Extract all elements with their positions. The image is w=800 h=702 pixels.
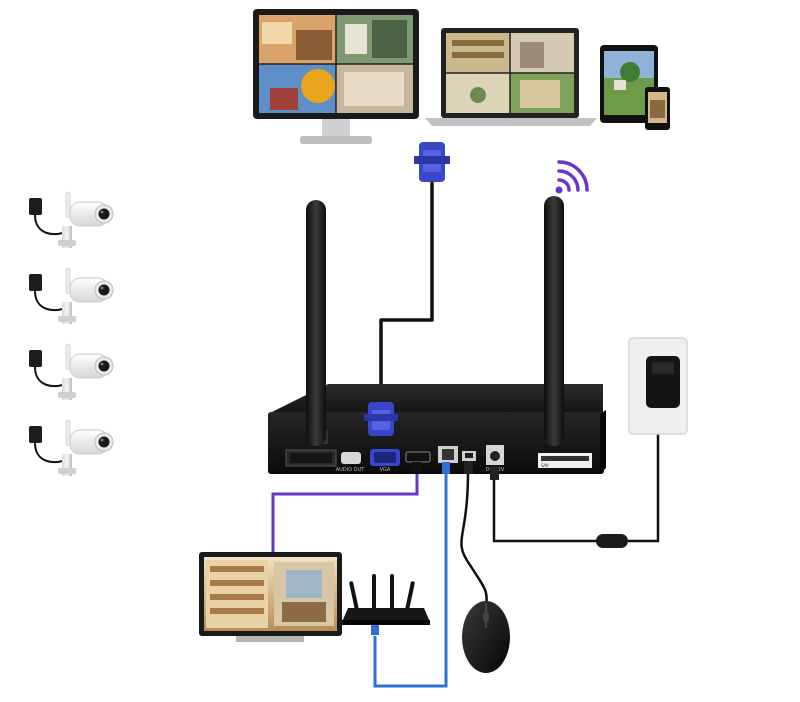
antenna-left — [306, 200, 326, 446]
router-icon — [342, 574, 430, 635]
camera-icon — [28, 419, 114, 477]
desktop-monitor — [253, 9, 419, 144]
camera-icon — [28, 343, 114, 401]
vga-port-label: VGA — [380, 467, 391, 473]
hdmi-cable — [271, 470, 419, 553]
laptop — [425, 28, 597, 126]
antenna-right — [544, 196, 564, 446]
power-plug — [490, 466, 499, 480]
mouse-cable — [460, 471, 488, 609]
ferrite-bead — [596, 534, 628, 548]
usb-plug — [464, 461, 473, 474]
hdmi-plug — [412, 462, 422, 472]
vga-plug — [364, 402, 398, 436]
serial-label: S/N: — [541, 463, 549, 468]
vga-connector-icon — [414, 142, 450, 182]
nvr-recorder: AUDIO OUT VGA DC 12V S/N: — [268, 384, 606, 474]
ethernet-cable — [373, 470, 448, 688]
smartphone — [645, 87, 670, 130]
camera-icon — [29, 191, 114, 248]
vga-cable — [379, 182, 434, 403]
power-cable — [492, 412, 660, 543]
mouse-icon — [462, 601, 510, 673]
audio-out-label: AUDIO OUT — [336, 467, 366, 473]
tv-monitor — [199, 552, 342, 642]
camera-icon — [28, 267, 114, 325]
ethernet-plug — [442, 462, 450, 474]
power-adapter-icon — [628, 337, 688, 435]
wifi-icon — [555, 160, 589, 194]
